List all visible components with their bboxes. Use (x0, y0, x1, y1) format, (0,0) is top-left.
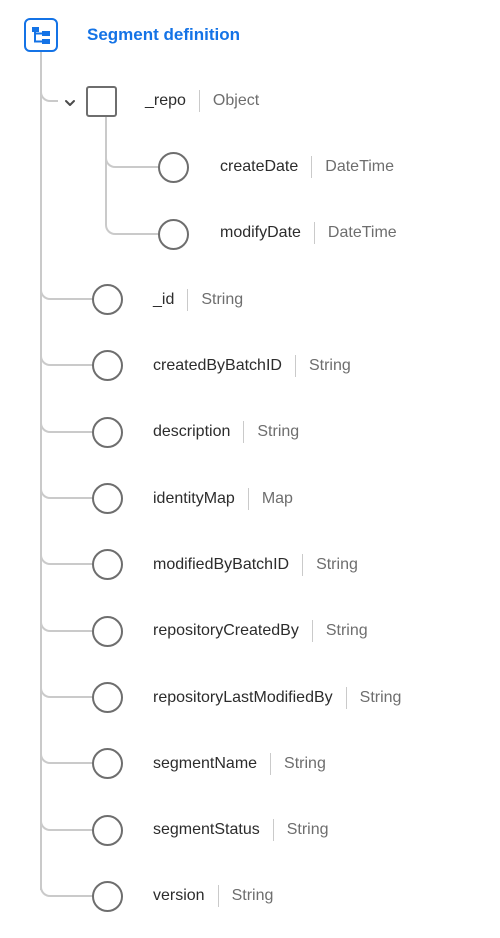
tree-trunk-line (40, 52, 42, 890)
field-name: repositoryCreatedBy (153, 622, 299, 639)
field-name: repositoryLastModifiedBy (153, 689, 333, 706)
field-name: identityMap (153, 490, 235, 507)
field-node[interactable] (92, 483, 123, 514)
field-divider (311, 620, 313, 642)
field-name: modifyDate (220, 224, 301, 241)
field-row[interactable]: version String (153, 884, 273, 908)
subtree-line (105, 117, 107, 217)
tree-connector (58, 762, 93, 764)
tree-connector (58, 696, 93, 698)
field-type: String (308, 357, 351, 374)
tree-connector (40, 84, 58, 102)
field-row[interactable]: modifyDate DateTime (220, 221, 397, 245)
field-divider (247, 488, 249, 510)
field-type: DateTime (327, 224, 397, 241)
field-divider (345, 687, 347, 709)
field-node[interactable] (92, 417, 123, 448)
tree-connector (58, 298, 93, 300)
field-divider (217, 885, 219, 907)
tree-connector (58, 431, 93, 433)
tree-connector (40, 680, 58, 698)
field-node[interactable] (92, 549, 123, 580)
field-type: String (325, 622, 368, 639)
tree-connector (123, 166, 159, 168)
field-type: String (231, 887, 274, 904)
field-type: Object (212, 92, 260, 109)
field-name: createDate (220, 158, 299, 175)
field-type: String (286, 821, 329, 838)
field-row[interactable]: segmentName String (153, 752, 326, 776)
field-divider (272, 819, 274, 841)
field-name: segmentStatus (153, 821, 260, 838)
field-type: Map (261, 490, 293, 507)
field-type: String (284, 755, 326, 772)
schema-hierarchy-icon[interactable] (24, 18, 58, 52)
tree-connector (40, 813, 58, 831)
field-row[interactable]: _id String (153, 288, 243, 312)
chevron-down-icon[interactable] (63, 96, 77, 110)
tree-connector (105, 150, 123, 168)
object-node-repo[interactable] (86, 86, 117, 117)
field-node[interactable] (158, 152, 189, 183)
field-node[interactable] (92, 682, 123, 713)
tree-connector (40, 415, 58, 433)
field-divider (198, 90, 200, 112)
tree-connector (58, 563, 93, 565)
tree-connector (58, 497, 93, 499)
field-divider (313, 222, 315, 244)
tree-connector (123, 233, 159, 235)
field-name: _id (153, 291, 175, 308)
tree-connector (105, 217, 123, 235)
tree-connector (40, 282, 58, 300)
field-node[interactable] (92, 616, 123, 647)
field-node[interactable] (92, 284, 123, 315)
field-node[interactable] (92, 815, 123, 846)
tree-connector (40, 746, 58, 764)
field-row[interactable]: repositoryLastModifiedBy String (153, 686, 401, 710)
field-node[interactable] (158, 219, 189, 250)
tree-connector (58, 630, 93, 632)
field-type: String (316, 556, 358, 573)
field-type: String (257, 423, 300, 440)
field-name: modifiedByBatchID (153, 556, 290, 573)
field-row[interactable]: createdByBatchID String (153, 354, 351, 378)
field-name: createdByBatchID (153, 357, 282, 374)
field-row[interactable]: description String (153, 420, 299, 444)
field-row[interactable]: repositoryCreatedBy String (153, 619, 368, 643)
field-name: version (153, 887, 205, 904)
tree-connector (58, 895, 93, 897)
tree-connector (40, 348, 58, 366)
field-node[interactable] (92, 350, 123, 381)
field-name: segmentName (153, 755, 258, 772)
tree-connector (58, 829, 93, 831)
field-divider (187, 289, 189, 311)
tree-connector (40, 879, 58, 897)
field-divider (270, 753, 272, 775)
schema-title[interactable]: Segment definition (87, 25, 240, 44)
field-divider (311, 156, 313, 178)
field-type: DateTime (325, 158, 395, 175)
field-row[interactable]: createDate DateTime (220, 155, 394, 179)
tree-connector (58, 364, 93, 366)
field-type: String (359, 689, 402, 706)
field-divider (294, 355, 296, 377)
field-type: String (201, 291, 244, 308)
field-name: description (153, 423, 231, 440)
field-row[interactable]: segmentStatus String (153, 818, 329, 842)
field-node[interactable] (92, 881, 123, 912)
field-row[interactable]: modifiedByBatchID String (153, 553, 358, 577)
field-name: _repo (145, 92, 186, 109)
field-divider (302, 554, 304, 576)
tree-connector (40, 614, 58, 632)
tree-connector (40, 547, 58, 565)
field-row-repo[interactable]: _repo Object (145, 89, 259, 113)
field-row[interactable]: identityMap Map (153, 487, 293, 511)
field-node[interactable] (92, 748, 123, 779)
tree-connector (40, 481, 58, 499)
field-divider (243, 421, 245, 443)
